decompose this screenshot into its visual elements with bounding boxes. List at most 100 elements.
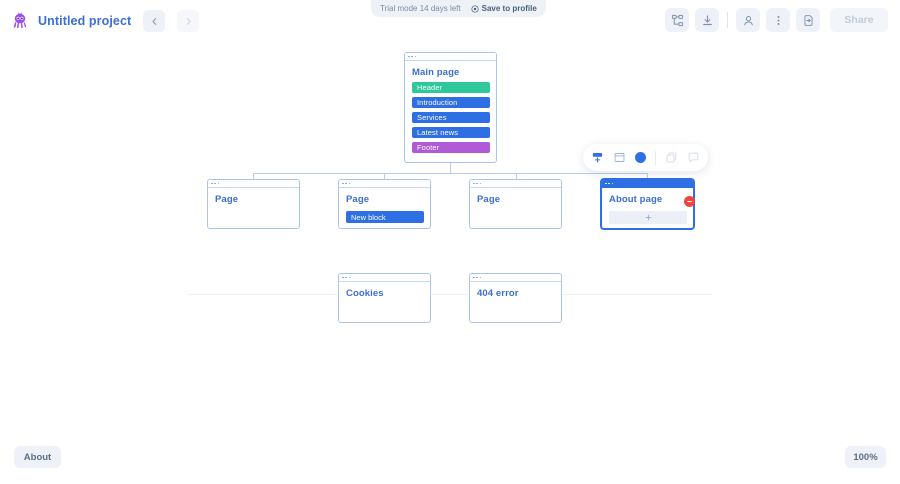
page-title: Untitled project	[38, 14, 132, 28]
redo-button[interactable]	[177, 10, 200, 32]
block-label: Header	[417, 83, 443, 92]
card-dot	[342, 182, 344, 185]
card-title: Page	[346, 194, 370, 205]
export-button[interactable]	[796, 8, 820, 32]
card-dot	[411, 55, 414, 58]
block-new[interactable]: New block	[346, 211, 424, 223]
page-card-child-3[interactable]: Page	[469, 179, 562, 229]
card-titlebar[interactable]	[339, 274, 430, 282]
download-icon	[702, 14, 712, 25]
top-bar: Untitled project Trial mode 14 days left…	[0, 0, 900, 42]
card-dot	[611, 182, 614, 185]
save-to-profile-label: Save to profile	[481, 4, 537, 13]
toolbar-right: Share	[665, 8, 888, 32]
card-body: Page	[208, 188, 299, 211]
delete-page-button[interactable]	[684, 196, 695, 207]
zoom-level-button[interactable]: 100%	[845, 446, 886, 468]
save-to-profile-button[interactable]: Save to profile	[471, 4, 537, 13]
card-dot	[345, 182, 348, 185]
undo-button[interactable]	[143, 10, 166, 32]
row-divider	[187, 294, 713, 295]
block-services[interactable]: Services	[412, 112, 490, 123]
user-button[interactable]	[736, 8, 760, 32]
card-dot	[476, 182, 479, 185]
card-titlebar[interactable]	[405, 53, 496, 61]
card-titlebar[interactable]	[208, 180, 299, 188]
octopus-logo-icon	[10, 11, 30, 31]
card-dot	[214, 182, 217, 185]
chevron-left-icon	[152, 17, 157, 25]
card-title: 404 error	[477, 288, 519, 299]
block-label: Latest news	[417, 128, 459, 137]
card-titlebar[interactable]	[470, 180, 561, 188]
add-page-icon	[592, 153, 603, 163]
card-dot	[342, 276, 344, 279]
card-dot	[473, 182, 475, 185]
comment-button[interactable]	[687, 151, 700, 164]
plus-icon	[645, 214, 651, 221]
block-label: New block	[351, 212, 386, 222]
duplicate-icon	[666, 152, 677, 163]
add-block-button[interactable]	[609, 211, 687, 224]
page-card-404[interactable]: 404 error	[469, 273, 562, 323]
add-page-button[interactable]	[591, 151, 604, 164]
sitemap-icon	[671, 14, 683, 26]
block-label: Footer	[417, 143, 440, 152]
toolbar-divider	[655, 150, 656, 165]
more-vertical-icon	[777, 15, 779, 25]
card-title: Main page	[412, 67, 460, 78]
frame-icon	[614, 153, 625, 162]
save-circle-icon	[471, 4, 479, 13]
card-dot	[479, 182, 482, 185]
block-introduction[interactable]: Introduction	[412, 97, 490, 108]
card-title: Cookies	[346, 288, 384, 299]
about-button[interactable]: About	[14, 446, 61, 468]
more-options-button[interactable]	[766, 8, 790, 32]
page-card-cookies[interactable]: Cookies	[338, 273, 431, 323]
card-body: Page	[470, 188, 561, 211]
card-dot	[479, 276, 482, 279]
card-dot	[348, 182, 351, 185]
card-dot	[473, 276, 475, 279]
card-dot	[211, 182, 213, 185]
tree-connectors	[253, 160, 648, 179]
card-dot	[476, 276, 479, 279]
share-button[interactable]: Share	[830, 8, 888, 32]
duplicate-button[interactable]	[665, 151, 678, 164]
card-body: Main page Header Introduction Services L…	[405, 61, 496, 159]
page-card-main[interactable]: Main page Header Introduction Services L…	[404, 52, 497, 163]
toolbar-divider	[727, 12, 728, 28]
sitemap-button[interactable]	[665, 8, 689, 32]
block-header[interactable]: Header	[412, 82, 490, 93]
card-title: Page	[215, 194, 239, 205]
block-label: Introduction	[417, 98, 458, 107]
card-body: Cookies	[339, 282, 430, 305]
chevron-right-icon	[186, 17, 191, 25]
brand-zone: Untitled project	[0, 10, 200, 32]
sitemap-canvas[interactable]: Main page Header Introduction Services L…	[0, 42, 900, 484]
card-dot	[414, 55, 417, 58]
frame-button[interactable]	[613, 151, 626, 164]
minus-circle-icon	[687, 200, 692, 203]
card-dot	[217, 182, 220, 185]
block-footer[interactable]: Footer	[412, 142, 490, 153]
block-label: Services	[417, 113, 447, 122]
page-card-child-1[interactable]: Page	[207, 179, 300, 229]
page-card-child-2[interactable]: Page New block	[338, 179, 431, 229]
card-title: Page	[477, 194, 501, 205]
card-titlebar[interactable]	[602, 180, 693, 188]
floating-context-toolbar	[583, 144, 708, 171]
download-button[interactable]	[695, 8, 719, 32]
card-body: About page	[602, 188, 693, 228]
card-titlebar[interactable]	[470, 274, 561, 282]
card-dot	[345, 276, 348, 279]
color-swatch-button[interactable]	[635, 152, 646, 163]
card-dot	[608, 182, 611, 185]
page-card-about[interactable]: About page	[601, 179, 694, 229]
card-dot	[605, 182, 607, 185]
block-latest-news[interactable]: Latest news	[412, 127, 490, 138]
card-title: About page	[609, 194, 663, 205]
export-icon	[804, 14, 812, 26]
card-titlebar[interactable]	[339, 180, 430, 188]
card-dot	[408, 55, 410, 58]
